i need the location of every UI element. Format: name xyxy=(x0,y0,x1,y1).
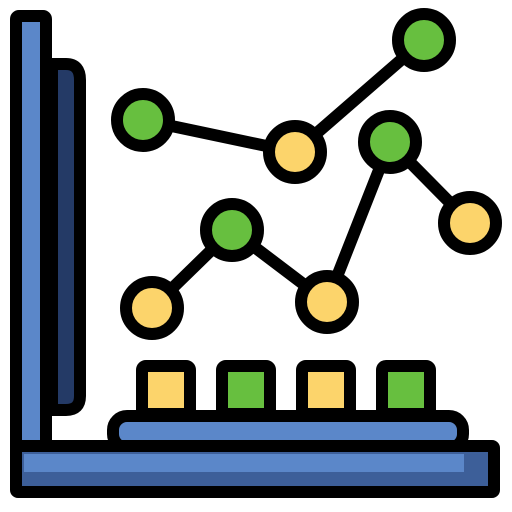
legend-block-green-2 xyxy=(376,360,436,420)
node-green-middle-left xyxy=(200,198,264,262)
node-yellow-top-middle xyxy=(263,120,327,184)
legend-block-green-1 xyxy=(216,360,276,420)
node-yellow-left xyxy=(120,276,184,340)
node-green-right xyxy=(358,110,422,174)
legend-block-yellow-2 xyxy=(296,360,356,420)
node-yellow-middle xyxy=(295,270,359,334)
legend-block-yellow-1 xyxy=(136,360,196,420)
legend-blocks xyxy=(136,360,436,420)
node-green-top-left xyxy=(111,88,175,152)
horizontal-axis-highlight xyxy=(24,454,464,472)
vertical-axis-bar xyxy=(10,10,52,460)
chart-nodes xyxy=(111,8,502,340)
back-panel xyxy=(46,58,86,416)
node-yellow-far-right xyxy=(438,191,502,255)
node-green-top-right xyxy=(392,8,456,72)
